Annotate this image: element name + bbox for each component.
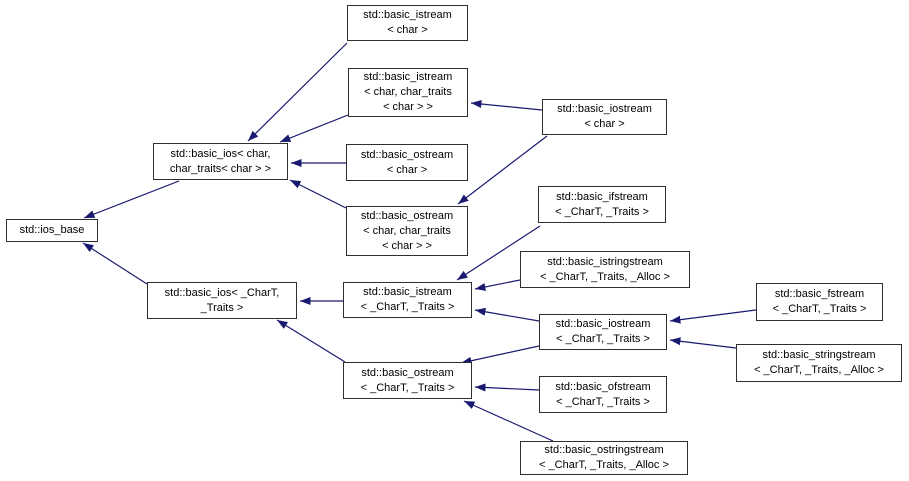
- class-node-label-line: std::basic_ostream: [360, 209, 454, 222]
- class-node-basic-ostream-char-traits[interactable]: std::basic_ostream< char, char_traits< c…: [346, 206, 468, 256]
- inheritance-edge-basic-istream-char-to-basic-ios-char: [247, 42, 348, 142]
- class-node-label-line: char_traits< char > >: [169, 162, 272, 175]
- class-node-label-line: < char >: [584, 118, 625, 130]
- class-node-label-line: std::basic_ifstream: [556, 190, 648, 203]
- class-node-basic-ios-char[interactable]: std::basic_ios< char,char_traits< char >…: [153, 143, 288, 180]
- class-node-label-line: < _CharT, _Traits >: [555, 205, 649, 218]
- class-node-basic-ostream-char[interactable]: std::basic_ostream< char >: [346, 144, 468, 181]
- class-node-basic-fstream-t[interactable]: std::basic_fstream< _CharT, _Traits >: [756, 283, 883, 321]
- class-node-basic-ostringstream-t[interactable]: std::basic_ostringstream< _CharT, _Trait…: [520, 441, 688, 475]
- inheritance-edge-basic-ostream-char-traits-to-basic-ios-char: [289, 179, 347, 209]
- class-node-label-line: std::basic_istringstream: [547, 255, 663, 268]
- inheritance-edge-basic-istream-char-traits-to-basic-ios-char: [279, 114, 349, 143]
- class-node-label-line: < char, char_traits: [364, 86, 452, 98]
- class-node-label-line: < _CharT, _Traits >: [360, 381, 455, 394]
- class-node-label-line: std::ios_base: [19, 224, 85, 236]
- class-node-label-line: std::basic_fstream: [774, 288, 865, 300]
- class-node-basic-iostream-char[interactable]: std::basic_iostream< char >: [542, 99, 667, 135]
- class-node-label-line: < char > >: [383, 101, 433, 113]
- inheritance-edge-basic-ios-t-to-ios-base: [82, 242, 148, 285]
- class-node-label-line: < _CharT, _Traits >: [556, 395, 650, 408]
- class-node-basic-ifstream-t[interactable]: std::basic_ifstream< _CharT, _Traits >: [538, 186, 666, 223]
- class-node-label-line: < _CharT, _Traits >: [556, 333, 650, 345]
- inheritance-edge-basic-iostream-t-to-basic-ostream-t: [460, 345, 540, 365]
- class-node-label-line: std::basic_iostream: [557, 103, 652, 115]
- class-node-label-line: std::basic_istream: [363, 71, 453, 83]
- inheritance-edge-basic-ofstream-t-to-basic-ostream-t: [474, 383, 540, 392]
- class-node-basic-istream-t[interactable]: std::basic_istream< _CharT, _Traits >: [343, 282, 472, 318]
- inheritance-edge-basic-stringstream-t-to-basic-iostream-t: [669, 337, 737, 349]
- class-node-label-line: std::basic_ostream: [361, 366, 454, 379]
- class-node-label-line: _Traits >: [200, 301, 244, 314]
- class-node-label-line: std::basic_istream: [363, 286, 452, 298]
- class-node-basic-ofstream-t[interactable]: std::basic_ofstream< _CharT, _Traits >: [539, 376, 667, 413]
- class-node-label-line: std::basic_stringstream: [762, 349, 876, 361]
- inheritance-edge-basic-ios-char-to-ios-base: [83, 180, 180, 219]
- class-node-basic-ios-t[interactable]: std::basic_ios< _CharT,_Traits >: [147, 282, 297, 319]
- class-node-label-line: std::basic_ios< _CharT,: [164, 286, 280, 299]
- class-node-basic-iostream-t[interactable]: std::basic_iostream< _CharT, _Traits >: [539, 314, 667, 350]
- class-node-label-line: std::basic_istream: [363, 9, 452, 21]
- class-node-label-line: std::basic_ostream: [360, 148, 454, 161]
- class-node-label-line: < char > >: [382, 239, 432, 252]
- class-node-basic-ostream-t[interactable]: std::basic_ostream< _CharT, _Traits >: [343, 362, 472, 399]
- class-node-ios-base[interactable]: std::ios_base: [6, 219, 98, 242]
- class-node-label-line: std::basic_iostream: [555, 318, 651, 330]
- inheritance-edge-basic-ostream-t-to-basic-ios-t: [276, 319, 346, 363]
- inheritance-edge-basic-fstream-t-to-basic-iostream-t: [669, 309, 757, 324]
- class-node-basic-istream-char-traits[interactable]: std::basic_istream< char, char_traits< c…: [348, 68, 468, 117]
- class-node-basic-istream-char[interactable]: std::basic_istream< char >: [347, 5, 468, 41]
- class-node-label-line: < char, char_traits: [363, 224, 451, 237]
- class-node-label-line: std::basic_ofstream: [555, 380, 651, 393]
- inheritance-edge-basic-istringstream-t-to-basic-istream-t: [474, 279, 521, 291]
- class-node-label-line: std::basic_ostringstream: [544, 444, 664, 456]
- inheritance-edge-basic-iostream-char-to-basic-ostream-char-traits: [457, 135, 548, 205]
- inheritance-edge-basic-iostream-t-to-basic-istream-t: [474, 307, 540, 322]
- class-node-label-line: std::basic_ios< char,: [170, 147, 271, 160]
- class-node-label-line: < char >: [387, 24, 428, 36]
- class-node-basic-istringstream-t[interactable]: std::basic_istringstream< _CharT, _Trait…: [520, 251, 690, 288]
- class-node-label-line: < char >: [386, 163, 428, 176]
- class-node-basic-stringstream-t[interactable]: std::basic_stringstream< _CharT, _Traits…: [736, 344, 902, 382]
- class-node-label-line: < _CharT, _Traits, _Alloc >: [539, 459, 669, 471]
- class-node-label-line: < _CharT, _Traits >: [360, 301, 455, 313]
- class-node-label-line: < _CharT, _Traits, _Alloc >: [540, 270, 670, 283]
- inheritance-edge-basic-iostream-char-to-basic-istream-char-traits: [470, 100, 543, 111]
- class-node-label-line: < _CharT, _Traits, _Alloc >: [754, 364, 884, 376]
- class-node-label-line: < _CharT, _Traits >: [772, 303, 867, 315]
